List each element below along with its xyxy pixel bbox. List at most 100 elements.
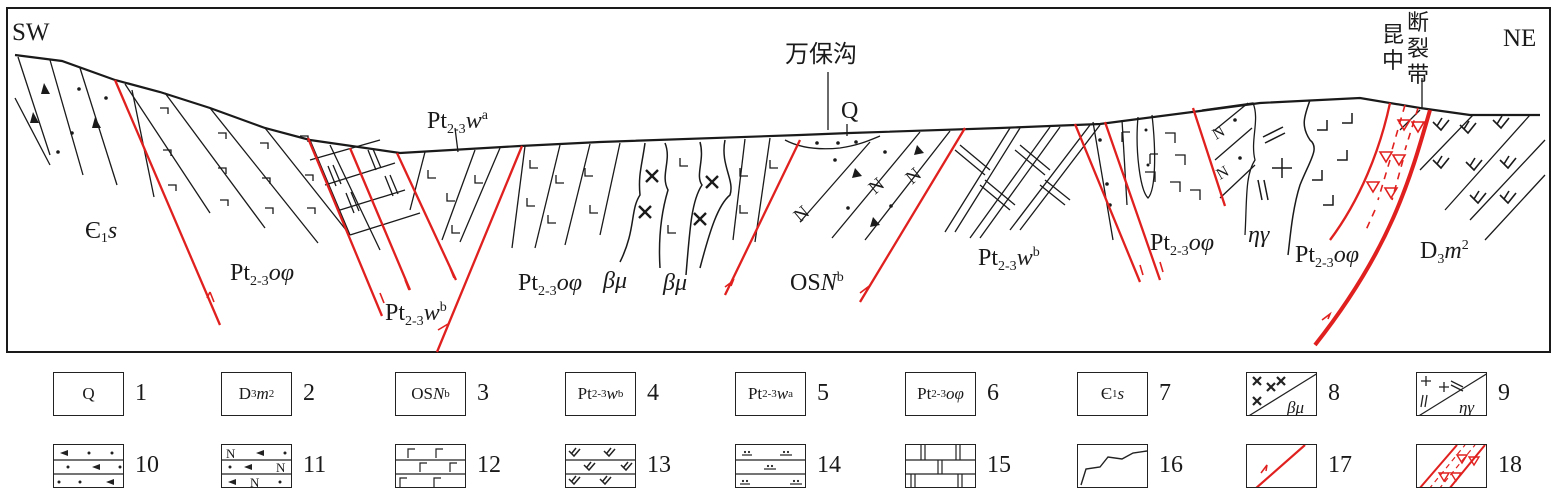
label-cambrian: Є1s <box>85 218 117 246</box>
label-eta-gamma: ηγ <box>1248 222 1270 248</box>
legend-number: 17 <box>1328 452 1352 478</box>
legend-swatch-breccia-sandstone <box>53 444 124 488</box>
legend-number: 1 <box>135 380 147 406</box>
feldspar-dots <box>1233 118 1242 160</box>
label-wb-right: Pt2-3wb <box>978 245 1040 274</box>
basalt-pattern-icon <box>396 448 465 487</box>
legend-item-17: 17 <box>1246 444 1376 494</box>
legend-swatch-diabase: βμ <box>1246 372 1317 416</box>
diabase-marks <box>638 169 719 226</box>
label-q: Q <box>841 98 858 124</box>
legend-number: 7 <box>1159 380 1171 406</box>
label-bmu-1: βμ <box>602 268 627 294</box>
svg-text:N: N <box>250 475 260 488</box>
legend-item-11: N N N 11 <box>221 444 351 494</box>
unit-labels: Є1s Pt2-3oφ Pt2-3wa Pt2-3wb Pt2-3oφ βμ β… <box>85 98 1469 329</box>
label-opp-mid: Pt2-3oφ <box>518 270 582 299</box>
svg-text:βμ: βμ <box>1286 398 1304 416</box>
wa-strata <box>409 127 501 243</box>
legend-item-15: 15 <box>905 444 1035 494</box>
legend-item-18: 18 <box>1416 444 1546 494</box>
breccia-marks <box>30 83 108 154</box>
legend-number: 12 <box>477 452 501 478</box>
legend-item-10: 10 <box>53 444 183 494</box>
granite-body <box>1257 99 1315 256</box>
fault-1 <box>113 79 222 326</box>
legend-swatch-andesite <box>565 444 636 488</box>
feldspar-block: N N <box>1201 102 1257 236</box>
legend-number: 3 <box>477 380 489 406</box>
direction-sw: SW <box>12 19 50 46</box>
legend-number: 5 <box>817 380 829 406</box>
limestone-right <box>944 124 1101 239</box>
quaternary-dots <box>815 140 858 145</box>
thrust-fault-icon <box>1255 445 1306 487</box>
kunzhong-fault-zone <box>1313 102 1432 347</box>
legend-swatch-feldspar-sandstone: N N N <box>221 444 292 488</box>
svg-text:N: N <box>276 460 286 475</box>
legend-number: 6 <box>987 380 999 406</box>
legend-number: 11 <box>303 452 327 478</box>
fault-8 <box>1073 123 1142 283</box>
d3m2-strata <box>1399 109 1546 241</box>
direction-ne: NE <box>1503 25 1536 52</box>
fault-zone-char-3: 断 <box>1407 11 1429 36</box>
fault-7 <box>859 127 966 303</box>
osn-strata <box>799 130 951 241</box>
fault-zone-icon <box>1419 445 1486 487</box>
legend-swatch-fault-zone <box>1416 444 1487 488</box>
label-opp-right-1: Pt2-3oφ <box>1150 230 1214 259</box>
legend-number: 15 <box>987 452 1011 478</box>
svg-text:N: N <box>226 446 236 461</box>
legend-swatch-limestone <box>905 444 976 488</box>
label-opp-left: Pt2-3oφ <box>230 260 294 289</box>
legend-number: 16 <box>1159 452 1183 478</box>
intrusive-contact-icon <box>1080 450 1147 486</box>
fault-5 <box>435 145 524 353</box>
legend-swatch-siltstone <box>735 444 806 488</box>
basalt-strata-mid <box>511 137 778 249</box>
legend-swatch-granite: ηγ <box>1416 372 1487 416</box>
place-label-wanbaogou: 万保沟 <box>785 40 857 68</box>
svg-text:N: N <box>1210 123 1229 144</box>
diabase-dikes <box>619 139 732 276</box>
geologic-cross-section: SW NE <box>6 7 1551 353</box>
legend-number: 14 <box>817 452 841 478</box>
legend-number: 13 <box>647 452 671 478</box>
legend-item-13: 13 <box>565 444 695 494</box>
diabase-pattern-icon: βμ <box>1249 373 1316 416</box>
breccia-sandstone-pattern-icon <box>54 450 123 485</box>
limestone-band <box>309 139 421 251</box>
legend-item-8: βμ 8 <box>1246 372 1376 422</box>
legend-number: 10 <box>135 452 159 478</box>
andesite-pattern-icon <box>566 447 635 486</box>
label-wb-left: Pt2-3wb <box>385 300 447 329</box>
legend-swatch-basalt <box>395 444 466 488</box>
legend-number: 8 <box>1328 380 1340 406</box>
legend-swatch-fault <box>1246 444 1317 488</box>
legend-item-9: ηγ 9 <box>1416 372 1546 422</box>
andesite-marks <box>1432 115 1517 205</box>
fault-zone-char-4: 裂 <box>1407 37 1429 62</box>
basalt-right <box>1312 113 1353 206</box>
legend-swatch-contact <box>1077 444 1148 488</box>
cambrian-strata <box>14 56 155 198</box>
legend-item-16: 16 <box>1077 444 1207 494</box>
basalt-strata-left <box>124 83 351 244</box>
legend-item-1: Q 1 <box>53 372 183 422</box>
right-block-units <box>1092 114 1201 241</box>
legend-number: 4 <box>647 380 659 406</box>
svg-text:ηγ: ηγ <box>1459 398 1475 416</box>
legend-number: 18 <box>1498 452 1522 478</box>
label-d3m2: D3m2 <box>1420 238 1469 267</box>
fault-zone-char-5: 带 <box>1407 63 1429 88</box>
label-osn: OSNb <box>790 270 844 296</box>
